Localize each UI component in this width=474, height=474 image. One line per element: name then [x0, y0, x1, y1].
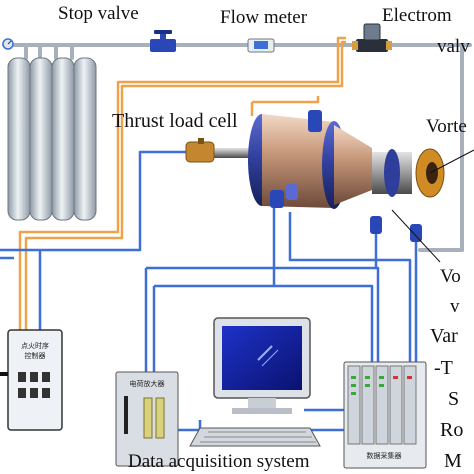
var-label: Var — [430, 325, 458, 347]
gas-supply-line — [2, 43, 472, 252]
flow-meter-icon — [247, 38, 275, 53]
ro-item-label: Ro — [440, 419, 463, 441]
vortex-label-lower: Vo — [440, 266, 461, 287]
m-item-label: M — [444, 450, 462, 472]
flow-meter-label: Flow meter — [220, 7, 308, 28]
gas-cylinder-bank — [7, 57, 97, 221]
electromagnetic-valve-icon — [352, 23, 392, 52]
pressure-gauge-icon — [2, 38, 14, 50]
computer-workstation — [189, 317, 321, 447]
thrust-load-cell-label: Thrust load cell — [112, 110, 238, 132]
stop-valve-label: Stop valve — [58, 3, 139, 24]
thrust-load-cell-icon — [185, 138, 215, 163]
s-item-label: S — [448, 388, 459, 410]
ignition-controller-label-1: 点火时序 — [21, 341, 49, 350]
data-acquisition-system-label: Data acquisition system — [128, 451, 310, 472]
valve-label-lower: v — [450, 296, 460, 317]
signal-lines — [0, 150, 418, 432]
ignition-timing-controller: 点火时序 控制器 — [0, 329, 63, 431]
charge-amplifier-label: 电荷放大器 — [130, 379, 165, 388]
electromagnetic-valve-label-1: Electrom — [382, 5, 452, 26]
daq-unit-label: 数据采集器 — [367, 451, 402, 460]
stop-valve-icon — [150, 30, 176, 52]
ignition-controller-label-2: 控制器 — [25, 351, 46, 360]
data-acquisition-unit: 数据采集器 — [343, 361, 427, 469]
t-item-label: -T — [434, 357, 453, 379]
charge-amplifier: 电荷放大器 — [115, 371, 179, 467]
vortex-label-right: Vorte — [426, 116, 467, 137]
electromagnetic-valve-label-2: valv — [437, 36, 470, 57]
motor-assembly — [185, 110, 474, 263]
control-power-lines — [18, 36, 346, 330]
